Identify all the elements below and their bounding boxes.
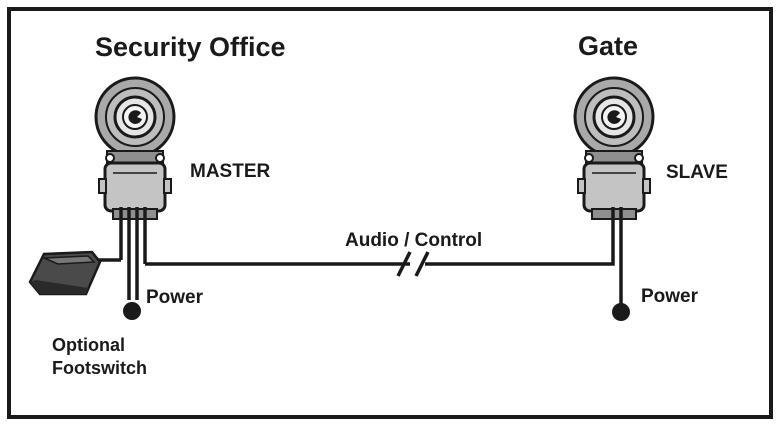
left-power-label: Power <box>146 287 204 308</box>
master-intercom-icon <box>94 76 176 221</box>
footswitch-label: Optional Footswitch <box>52 334 147 380</box>
right-power-label: Power <box>641 286 699 307</box>
location-label-gate: Gate <box>578 31 639 61</box>
master-label: MASTER <box>190 161 271 182</box>
location-label-security-office: Security Office <box>95 32 286 62</box>
footswitch-label-line1: Optional <box>52 335 125 355</box>
master-cables <box>92 207 615 300</box>
footswitch-label-line2: Footswitch <box>52 358 147 378</box>
cable-break-icon <box>396 251 430 277</box>
audio-control-label: Audio / Control <box>345 230 483 251</box>
slave-intercom-icon <box>573 76 655 221</box>
footswitch-icon <box>28 250 102 296</box>
master-power-plug-icon <box>123 302 141 320</box>
slave-label: SLAVE <box>666 162 728 183</box>
slave-power-plug-icon <box>612 303 630 321</box>
